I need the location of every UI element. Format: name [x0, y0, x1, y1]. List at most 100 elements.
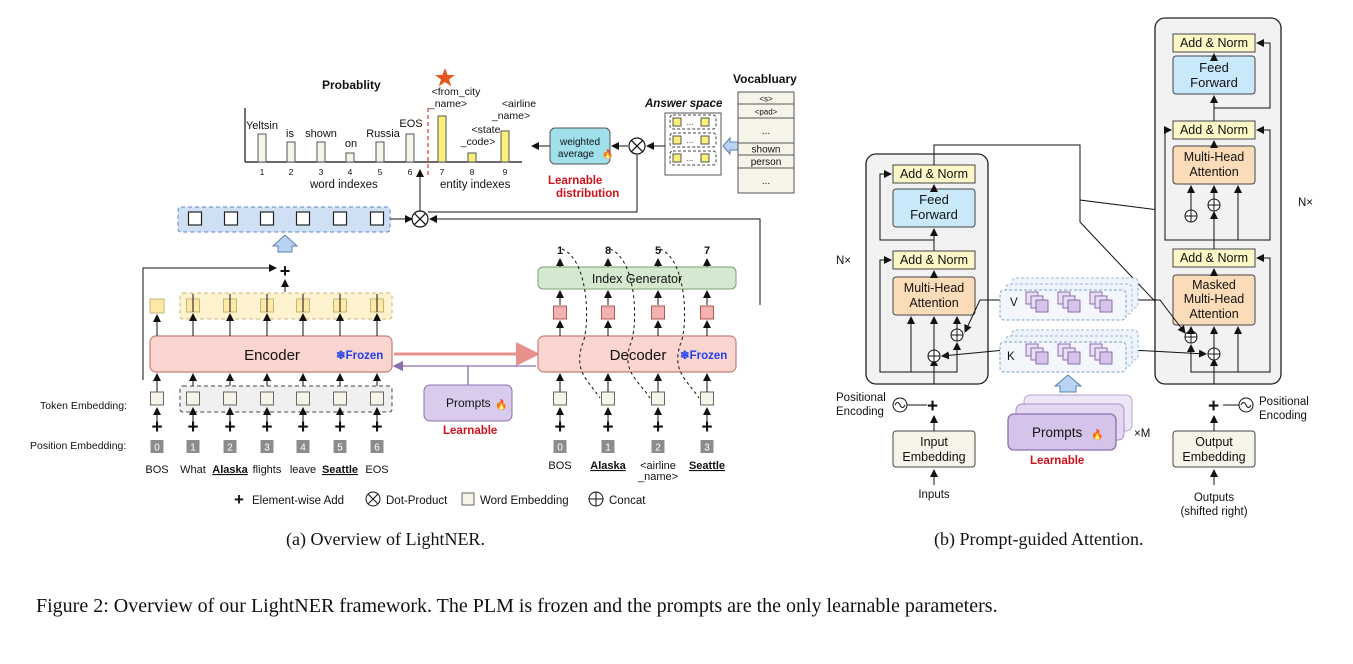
outputs-label-2: (shifted right) — [1180, 506, 1247, 518]
decoder-output-cell — [601, 305, 615, 320]
plus-icon: + — [652, 417, 663, 438]
position-badge — [553, 440, 567, 453]
dec-mha-2: Attention — [1189, 165, 1238, 179]
encoder-block — [149, 335, 393, 373]
prompts-box-a — [423, 384, 513, 422]
decoder-token: BOS — [548, 460, 571, 472]
position-badge-label: 0 — [154, 443, 160, 454]
plus-icon: + — [151, 417, 162, 438]
k-label: K — [1007, 351, 1015, 363]
pos-enc-left-plus: + — [927, 396, 938, 417]
flame-icon-b: 🔥 — [1091, 428, 1103, 441]
decoder-token: Alaska — [590, 460, 626, 472]
hidden-cell — [295, 211, 311, 226]
vocabulary-title: Vocabluary — [733, 72, 797, 86]
subcaption-b: (b) Prompt-guided Attention. — [934, 529, 1143, 550]
prompt-cell — [1035, 351, 1049, 365]
svg-text:...: ... — [687, 118, 694, 127]
entity-bar-label: <state — [472, 124, 501, 136]
plus-icon: + — [701, 417, 712, 438]
entity-bar-label: _code> — [460, 136, 496, 148]
position-badge — [700, 440, 714, 453]
entity-bar-index: 9 — [503, 167, 508, 177]
position-badge-label: 4 — [300, 443, 306, 454]
encoder-token: EOS — [365, 464, 388, 476]
dec-add-norm-3-label: Add & Norm — [1180, 251, 1248, 265]
hidden-state-cells — [187, 211, 385, 226]
decoder-output-index: 5 — [655, 245, 661, 257]
svg-text:...: ... — [687, 154, 694, 163]
position-badge — [150, 440, 164, 453]
legend: + Element-wise Add Dot-Product Word Embe… — [234, 490, 646, 509]
word-bar-index: 4 — [348, 167, 353, 177]
word-bar-label: shown — [305, 128, 337, 140]
learnable-distribution-1: Learnable — [548, 175, 602, 187]
decoder-output-index: 8 — [605, 245, 611, 257]
enc-ff-line2: Forward — [910, 207, 958, 222]
yellow-cell-bos — [149, 298, 165, 314]
vocab-row-label: <s> — [759, 95, 773, 104]
encoder-input-row — [179, 385, 393, 413]
answer-space-slots: ......... — [669, 114, 717, 166]
position-badge — [186, 440, 200, 453]
encoder-output-row — [179, 292, 393, 320]
answer-slot — [700, 117, 710, 127]
position-badge-label: 1 — [190, 443, 196, 454]
probablity-title: Probablity — [322, 78, 381, 92]
plus-icon: + — [297, 417, 308, 438]
word-bar-label: Russia — [366, 128, 401, 140]
subcaption-a: (a) Overview of LightNER. — [286, 529, 485, 550]
plus-icon: + — [187, 417, 198, 438]
entity-bar-index: 8 — [470, 167, 475, 177]
decoder-output-cell — [553, 305, 567, 320]
enc-add-norm-bottom-label: Add & Norm — [900, 253, 968, 267]
star-icon — [435, 68, 455, 87]
dec-mmha-1: Masked — [1192, 278, 1236, 292]
encoder-token: flights — [253, 464, 282, 476]
flame-icon: 🔥 — [602, 148, 613, 159]
vocab-row-label: person — [751, 157, 782, 168]
position-badge-label: 2 — [227, 443, 233, 454]
svg-text:...: ... — [687, 136, 694, 145]
plus-icon-encoder: + — [280, 261, 291, 281]
encoder-token-embeddings: +0BOS+1What+2Alaska+3flights+4leave+5Sea… — [145, 391, 389, 476]
position-badge-label: 5 — [337, 443, 343, 454]
token-embedding-cell — [370, 391, 384, 406]
vocab-row-label: ... — [762, 126, 770, 137]
dec-mmha-2: Multi-Head — [1184, 292, 1244, 306]
token-embedding-cell — [150, 391, 164, 406]
dec-ff-2: Forward — [1190, 75, 1238, 90]
prompts-label-a: Prompts — [446, 396, 491, 410]
decoder-output-index: 7 — [704, 245, 710, 257]
vocab-row — [737, 117, 795, 144]
dec-add-norm-1-label: Add & Norm — [1180, 36, 1248, 50]
prompt-cell — [1099, 351, 1113, 365]
encoder-label: Encoder — [244, 347, 300, 364]
position-badge-label: 2 — [655, 443, 661, 454]
word-bar-index: 1 — [260, 167, 265, 177]
pos-enc-right-2: Encoding — [1259, 410, 1307, 422]
up-arrow-hidden — [271, 234, 299, 253]
outputs-label-1: Outputs — [1194, 492, 1235, 504]
v-label: V — [1010, 297, 1018, 309]
learnable-label-a: Learnable — [443, 425, 497, 437]
answer-slot — [672, 135, 682, 145]
entity-bar-label: <airline — [502, 98, 536, 110]
encoder-frozen: ❄Frozen — [336, 350, 383, 362]
answer-slot — [700, 153, 710, 163]
weighted-average-line2: average — [558, 149, 595, 160]
legend-plus-icon: + — [234, 490, 244, 509]
flame-icon-a: 🔥 — [495, 398, 507, 411]
legend-dot-label: Dot-Product — [386, 495, 448, 507]
learnable-label-b: Learnable — [1030, 455, 1084, 467]
prompts-label-b: Prompts — [1032, 425, 1083, 440]
position-badge — [260, 440, 274, 453]
position-badge — [333, 440, 347, 453]
position-badge — [601, 440, 615, 453]
decoder-token-embedding — [651, 391, 665, 406]
prompt-cell — [1099, 299, 1113, 313]
entity-bar — [500, 130, 510, 163]
word-bar-label: is — [286, 128, 294, 140]
